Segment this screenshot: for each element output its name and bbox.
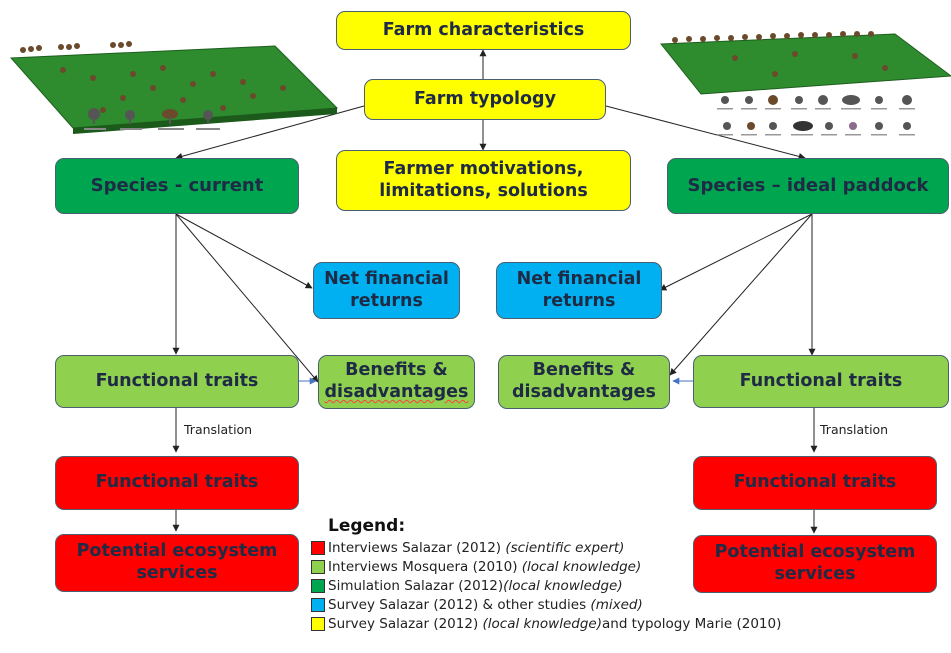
net-financial-right-line1: Net financial — [516, 268, 642, 289]
functional-traits-left-green-label: Functional traits — [95, 370, 259, 391]
legend-title: Legend: — [328, 516, 406, 536]
functional-traits-left-red-box: Functional traits — [55, 456, 299, 510]
farm-paddock-ideal-illustration — [659, 31, 951, 95]
legend-item-text: Survey Salazar (2012) — [328, 616, 479, 632]
farmer-motivations-box: Farmer motivations, limitations, solutio… — [336, 150, 631, 211]
legend-item-italic: (mixed) — [590, 597, 643, 613]
farm-paddock-current-illustration — [9, 41, 339, 134]
ecosystem-left-line2: services — [136, 563, 218, 583]
functional-traits-right-red-box: Functional traits — [693, 456, 937, 510]
functional-traits-left-green-box: Functional traits — [55, 355, 299, 408]
net-financial-returns-right-box: Net financial returns — [496, 262, 662, 319]
species-current-box: Species - current — [55, 158, 299, 214]
legend-swatch-dark-green — [311, 579, 325, 593]
translation-right-label: Translation — [820, 422, 889, 437]
legend-swatch-red — [311, 541, 325, 555]
farm-typology-label: Farm typology — [414, 88, 556, 109]
ecosystem-services-left-box: Potential ecosystem services — [55, 534, 299, 592]
legend-item-text: Simulation Salazar (2012) — [328, 578, 504, 594]
legend-item-text: Interviews Salazar (2012) — [328, 540, 502, 556]
translation-left-label: Translation — [184, 422, 253, 437]
legend-swatch-light-green — [311, 560, 325, 574]
species-current-label: Species - current — [90, 174, 264, 196]
legend-item-yellow: Survey Salazar (2012) (local knowledge) … — [311, 616, 781, 632]
functional-traits-right-green-box: Functional traits — [693, 355, 949, 408]
legend-item-dark-green: Simulation Salazar (2012)(local knowledg… — [311, 578, 623, 594]
legend-swatch-blue — [311, 598, 325, 612]
benefits-disadvantages-right-box: Benefits & disadvantages — [498, 355, 670, 409]
species-legend-ideal-illustration — [717, 95, 915, 136]
net-financial-left-line2: returns — [350, 290, 423, 311]
farm-characteristics-label: Farm characteristics — [382, 19, 585, 40]
farm-characteristics-box: Farm characteristics — [336, 11, 631, 50]
benefits-right-line1: Benefits & — [532, 360, 636, 381]
legend-item-italic: (local knowledge) — [503, 578, 623, 594]
species-legend-current-illustration — [84, 108, 220, 130]
benefits-disadvantages-left-box: Benefits & disadvantages — [318, 355, 475, 409]
farm-typology-box: Farm typology — [364, 79, 606, 120]
legend-item-blue: Survey Salazar (2012) & other studies (m… — [311, 597, 643, 613]
net-financial-right-line2: returns — [542, 290, 616, 311]
farmer-motivations-line1: Farmer motivations, — [383, 158, 584, 179]
net-financial-returns-left-box: Net financial returns — [313, 262, 460, 319]
functional-traits-right-green-label: Functional traits — [739, 370, 903, 391]
legend-item-italic: (local knowledge) — [521, 559, 642, 575]
legend-item-italic: (scientific expert) — [505, 540, 625, 556]
benefits-left-line2: disadvantages — [324, 382, 469, 402]
benefits-left-line1: Benefits & — [345, 360, 448, 381]
legend-item-italic: (local knowledge) — [482, 616, 602, 632]
legend-item-text: Interviews Mosquera (2010) — [328, 559, 518, 575]
net-financial-left-line1: Net financial — [324, 268, 449, 289]
species-ideal-box: Species – ideal paddock — [667, 158, 949, 214]
benefits-right-line2: disadvantages — [512, 382, 656, 402]
legend-item-suffix: and typology Marie (2010) — [601, 616, 782, 632]
ecosystem-services-right-box: Potential ecosystem services — [693, 535, 937, 593]
functional-traits-left-red-label: Functional traits — [95, 472, 259, 493]
ecosystem-right-line2: services — [774, 564, 856, 584]
legend-item-light-green: Interviews Mosquera (2010) (local knowle… — [311, 559, 641, 575]
species-ideal-label: Species – ideal paddock — [687, 174, 929, 196]
ecosystem-right-line1: Potential ecosystem — [714, 542, 916, 563]
legend-item-text: Survey Salazar (2012) & other studies — [328, 597, 587, 613]
functional-traits-right-red-label: Functional traits — [733, 472, 897, 493]
ecosystem-left-line1: Potential ecosystem — [76, 541, 278, 562]
legend-item-red: Interviews Salazar (2012) (scientific ex… — [311, 540, 624, 556]
legend-swatch-yellow — [311, 617, 325, 631]
farmer-motivations-line2: limitations, solutions — [379, 180, 588, 201]
